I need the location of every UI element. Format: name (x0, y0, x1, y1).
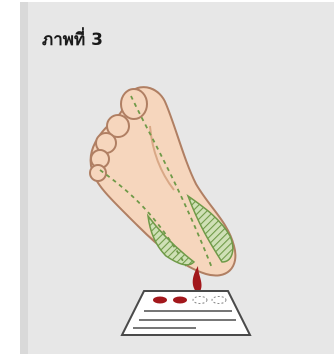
blood-spot-1 (153, 297, 167, 304)
blood-spot-card-icon (122, 291, 250, 335)
blood-spot-2 (173, 297, 187, 304)
foot-icon (90, 87, 235, 275)
